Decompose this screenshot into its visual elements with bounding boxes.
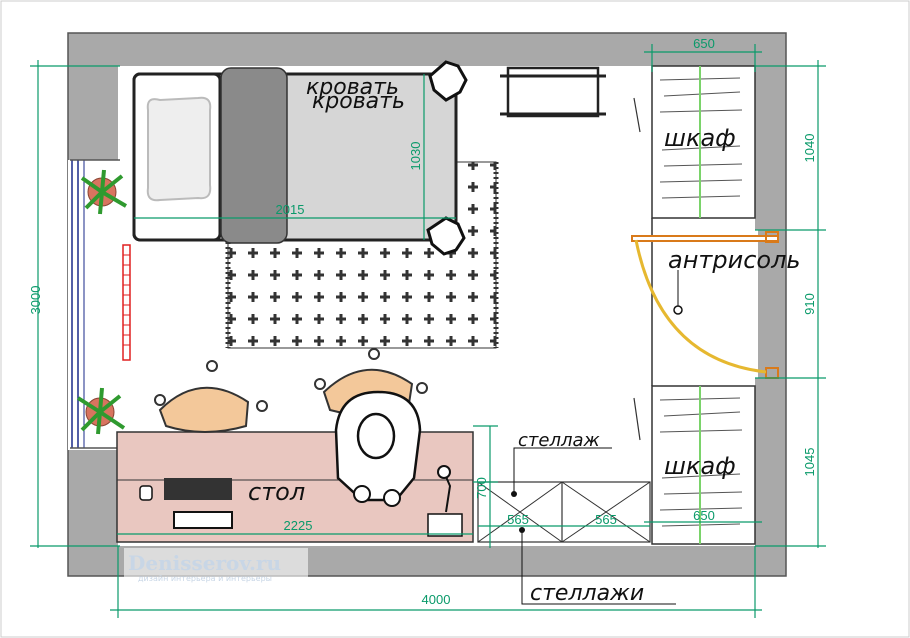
label-mezzanine: антрисоль <box>668 246 801 274</box>
plant-top <box>80 169 128 215</box>
dimension-lines <box>30 44 826 618</box>
label-wardrobe-bottom: шкаф <box>664 452 736 480</box>
dim-wardrobe-width-top: 650 <box>693 36 715 51</box>
dim-mezzanine-height: 910 <box>802 293 817 315</box>
label-bed-shadow: кровать <box>312 89 405 114</box>
dim-wardrobe-top-height: 1040 <box>802 134 817 163</box>
keyboard <box>173 511 233 529</box>
dim-shelf-b: 565 <box>595 512 617 527</box>
dim-total-width: 4000 <box>422 592 451 607</box>
watermark-brand: Denisserov.ru <box>128 551 281 575</box>
label-desk: стол <box>248 478 305 506</box>
dim-total-height: 3000 <box>28 286 43 315</box>
wardrobe-bottom <box>651 385 756 545</box>
dim-desk-depth: 700 <box>474 477 489 499</box>
label-wardrobe-top: шкаф <box>664 124 736 152</box>
mezzanine-shelf <box>631 235 779 242</box>
pillow <box>146 96 212 202</box>
dim-wardrobe-bottom-height: 1045 <box>802 448 817 477</box>
dim-wardrobe-width-bottom: 650 <box>693 508 715 523</box>
laptop <box>164 478 232 500</box>
person <box>334 390 422 507</box>
plant-bottom <box>76 387 126 435</box>
label-shelf: стеллаж <box>518 430 600 451</box>
dim-bed-length: 2015 <box>276 202 305 217</box>
watermark: Denisserov.ru дизайн интерьера и интерье… <box>124 548 308 583</box>
mouse-icon <box>139 485 153 501</box>
lamp-bottom <box>426 216 466 256</box>
blanket-fold <box>220 67 288 244</box>
watermark-tagline: дизайн интерьера и интерьеры <box>138 574 272 583</box>
dim-desk-length: 2225 <box>284 518 313 533</box>
label-shelves: стеллажи <box>530 581 644 606</box>
chair-left <box>154 360 268 433</box>
towel-rack <box>500 66 606 118</box>
wardrobe-top <box>651 65 756 219</box>
dim-shelf-a: 565 <box>507 512 529 527</box>
bed <box>132 67 458 244</box>
dim-bed-width: 1030 <box>408 142 423 171</box>
label-bed: кровать <box>306 75 399 100</box>
radiator <box>122 244 131 361</box>
lamp-base <box>427 513 463 537</box>
door <box>631 97 779 441</box>
shelving <box>477 447 676 605</box>
lamp-top <box>428 60 468 102</box>
door-swing <box>634 239 767 374</box>
